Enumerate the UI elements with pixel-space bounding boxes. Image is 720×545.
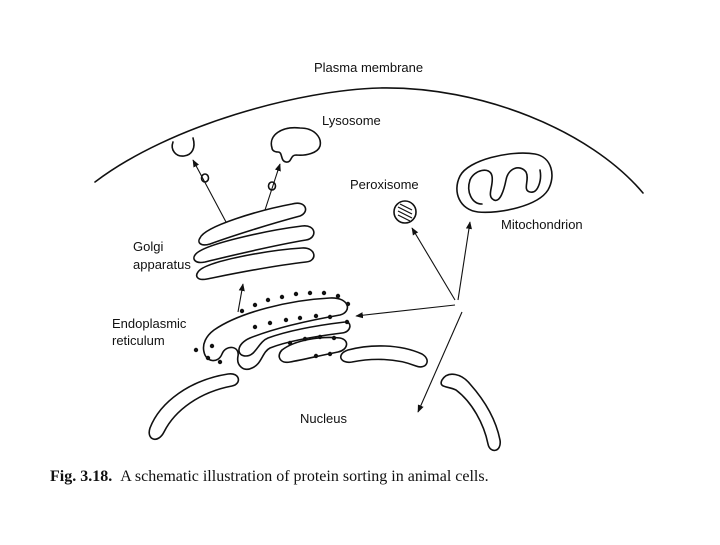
golgi-apparatus — [193, 202, 315, 281]
arrow-golgi-to-membrane — [192, 159, 227, 223]
figure-caption-text: A schematic illustration of protein sort… — [120, 468, 489, 485]
figure-number: Fig. 3.18. — [50, 468, 113, 485]
mitochondrion — [456, 152, 553, 214]
figure-caption: Fig. 3.18. A schematic illustration of p… — [50, 468, 489, 486]
label-apparatus: apparatus — [133, 257, 191, 272]
arrow-to-nucleus — [417, 311, 463, 413]
arrow-er-to-golgi — [237, 283, 245, 313]
endoplasmic-reticulum — [202, 297, 351, 371]
nuclear-envelope — [148, 345, 501, 452]
label-nucleus: Nucleus — [300, 411, 347, 426]
arrow-to-peroxisome — [411, 227, 456, 301]
label-peroxisome: Peroxisome — [350, 177, 419, 192]
lysosome — [270, 126, 322, 163]
label-lysosome: Lysosome — [322, 113, 381, 128]
label-reticulum: reticulum — [112, 333, 165, 348]
arrow-to-er — [355, 304, 456, 319]
arrow-golgi-to-lysosome — [264, 163, 281, 211]
label-golgi: Golgi — [133, 239, 163, 254]
membrane-fusion-pocket — [171, 137, 195, 157]
ribosomes — [193, 290, 351, 365]
label-endoplasmic: Endoplasmic — [112, 316, 187, 331]
plasma-membrane — [94, 87, 644, 194]
arrow-to-mitochondrion — [457, 221, 472, 301]
label-mitochondrion: Mitochondrion — [501, 217, 583, 232]
peroxisome — [393, 200, 417, 224]
label-plasma-membrane: Plasma membrane — [314, 60, 423, 75]
